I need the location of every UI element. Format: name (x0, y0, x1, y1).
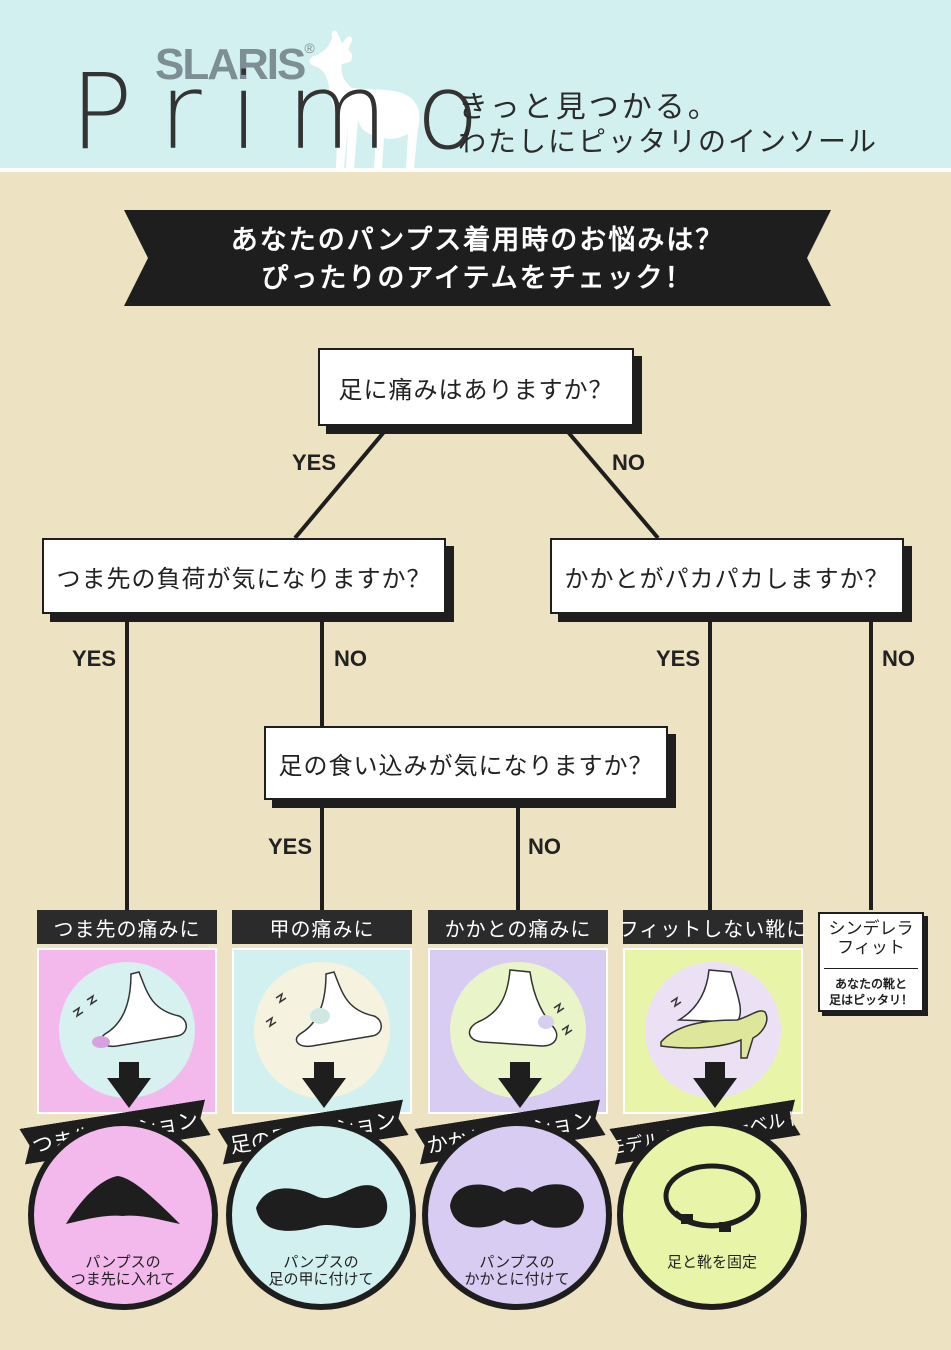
heel-cushion-icon (450, 1184, 584, 1228)
brand-name: SLARIS® (155, 40, 315, 89)
result-instep-pain-heading: 甲の痛みに (232, 910, 412, 944)
header-band (0, 0, 951, 168)
product-logo: Primo (70, 51, 508, 173)
question-instep-pressure: 足の食い込みが気になりますか？ (264, 726, 668, 800)
product-caption: 足と靴を固定 (623, 1254, 801, 1271)
banner-text: あなたのパンプス着用時のお悩みは？ ぴったりのアイテムをチェック！ (124, 222, 831, 298)
instep-cushion-icon (256, 1185, 388, 1231)
cinderella-note-line-2: 足はピッタリ！ (828, 993, 913, 1007)
banner-line-1: あなたのパンプス着用時のお悩みは？ (230, 225, 725, 256)
registered-mark: ® (304, 40, 314, 56)
caption-line-2: 足の甲に付けて (268, 1270, 374, 1288)
caption-line-2: 足と靴を固定 (666, 1253, 757, 1271)
tagline-line-2: わたしにピッタリのインソール (458, 125, 879, 158)
cinderella-fit-box: シンデレラ フィット あなたの靴と 足はピッタリ！ (818, 912, 924, 1012)
caption-line-2: つま先に入れて (70, 1270, 176, 1288)
product-toe-cushion-badge: パンプスの つま先に入れて (28, 1120, 218, 1310)
tagline-line-1: きっと見つかる。 (458, 90, 721, 125)
answer-yes-label: YES (72, 646, 117, 671)
product-instep-cushion-badge: パンプスの 足の甲に付けて (226, 1120, 416, 1310)
foot-toe-pain-icon (72, 971, 187, 1108)
cinderella-note-line-1: あなたの靴と (834, 977, 907, 991)
product-caption: パンプスの つま先に入れて (34, 1254, 212, 1288)
caption-line-1: パンプスの (85, 1253, 161, 1271)
question-heel-slip: かかとがパカパカしますか？ (550, 538, 904, 614)
banner-line-2: ぴったりのアイテムをチェック！ (261, 263, 694, 294)
result-loose-shoe-heading: フィットしない靴に (619, 910, 806, 944)
result-instep-pain-illustration (232, 948, 412, 1114)
product-caption: パンプスの かかとに付けて (428, 1254, 606, 1288)
answer-no-label: NO (528, 834, 561, 859)
deer-logo-icon (309, 30, 420, 168)
answer-yes-label: YES (268, 834, 313, 859)
foot-instep-pain-icon (265, 971, 382, 1108)
answer-yes-label: YES (656, 646, 701, 671)
product-caption: パンプスの 足の甲に付けて (232, 1254, 410, 1288)
result-heel-pain-illustration (428, 948, 608, 1114)
result-toe-pain-illustration (37, 948, 217, 1114)
toe-cushion-icon (66, 1176, 180, 1224)
foot-heel-pain-icon (468, 969, 573, 1108)
header-divider (0, 168, 951, 172)
result-toe-pain-heading: つま先の痛みに (37, 910, 217, 944)
answer-yes-label: YES (292, 450, 337, 475)
cinderella-divider (824, 968, 918, 969)
answer-no-label: NO (612, 450, 645, 475)
pump-shoe-icon (660, 969, 768, 1108)
question-foot-pain: 足に痛みはありますか？ (318, 348, 634, 426)
product-walker-belt-badge: 足と靴を固定 (617, 1120, 807, 1310)
cinderella-fit-title: シンデレラ フィット (820, 920, 922, 958)
caption-line-1: パンプスの (479, 1253, 555, 1271)
cinderella-title-line-2: フィット (837, 938, 905, 958)
cinderella-title-line-1: シンデレラ (828, 919, 914, 939)
result-loose-shoe-illustration (623, 948, 803, 1114)
product-heel-cushion-badge: パンプスの かかとに付けて (422, 1120, 612, 1310)
title-banner (124, 210, 831, 306)
answer-no-label: NO (882, 646, 915, 671)
walker-belt-icon (663, 1163, 761, 1232)
question-toe-load: つま先の負荷が気になりますか？ (42, 538, 446, 614)
cinderella-fit-note: あなたの靴と 足はピッタリ！ (820, 976, 922, 1008)
result-heel-pain-heading: かかとの痛みに (428, 910, 608, 944)
caption-line-2: かかとに付けて (464, 1270, 570, 1288)
caption-line-1: パンプスの (283, 1253, 359, 1271)
answer-no-label: NO (334, 646, 367, 671)
